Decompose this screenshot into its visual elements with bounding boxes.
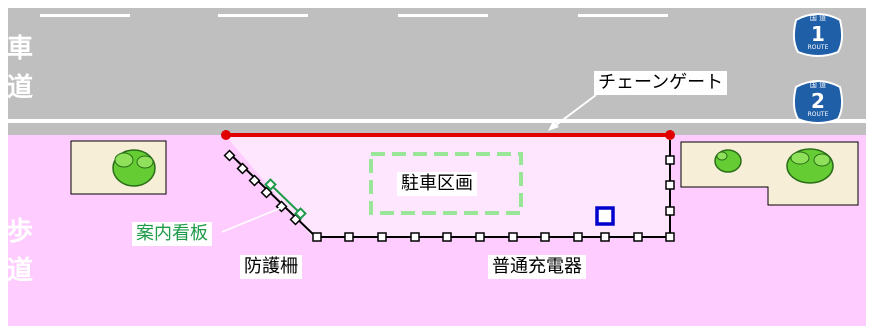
chain-gate-post-left [221, 130, 231, 140]
bush-right-small [714, 149, 742, 173]
route-sign-2-number: 2 [811, 89, 825, 113]
chain-gate-post-right [665, 130, 675, 140]
guard-fence-label: 防護柵 [240, 255, 302, 279]
bush-right-large [786, 148, 834, 184]
normal-charger [595, 206, 615, 226]
guide-sign-leader [221, 206, 284, 233]
chain-gate-label: チェーンゲート [594, 71, 728, 95]
parking-section-outline [369, 152, 523, 215]
normal-charger-label: 普通充電器 [488, 255, 586, 279]
route-sign-2-word: ROUTE [807, 111, 829, 118]
guide-sign [264, 178, 307, 220]
route-sign-2-kanji: 国 道 [809, 81, 827, 89]
roadway-label-2: 道 [6, 73, 33, 103]
lane-dashes [40, 14, 668, 17]
chain-gate-arrowhead [548, 121, 559, 131]
roadway-area [8, 8, 866, 135]
route-sign-1-kanji: 国 道 [809, 14, 827, 22]
bush-left [112, 149, 156, 187]
route-sign-1-number: 1 [811, 22, 825, 46]
guide-sign-label: 案内看板 [132, 222, 212, 246]
sidewalk-label-2: 道 [6, 256, 33, 286]
roadway-label-1: 車 [6, 34, 33, 64]
chain-gate-leader [551, 94, 597, 129]
parking-section-label: 駐車区画 [397, 172, 477, 196]
route-sign-1-word: ROUTE [807, 44, 829, 51]
curb-line [8, 119, 866, 123]
sidewalk-label-1: 歩 [6, 217, 33, 247]
route-sign-2 [792, 80, 844, 124]
route-sign-1 [792, 13, 844, 57]
